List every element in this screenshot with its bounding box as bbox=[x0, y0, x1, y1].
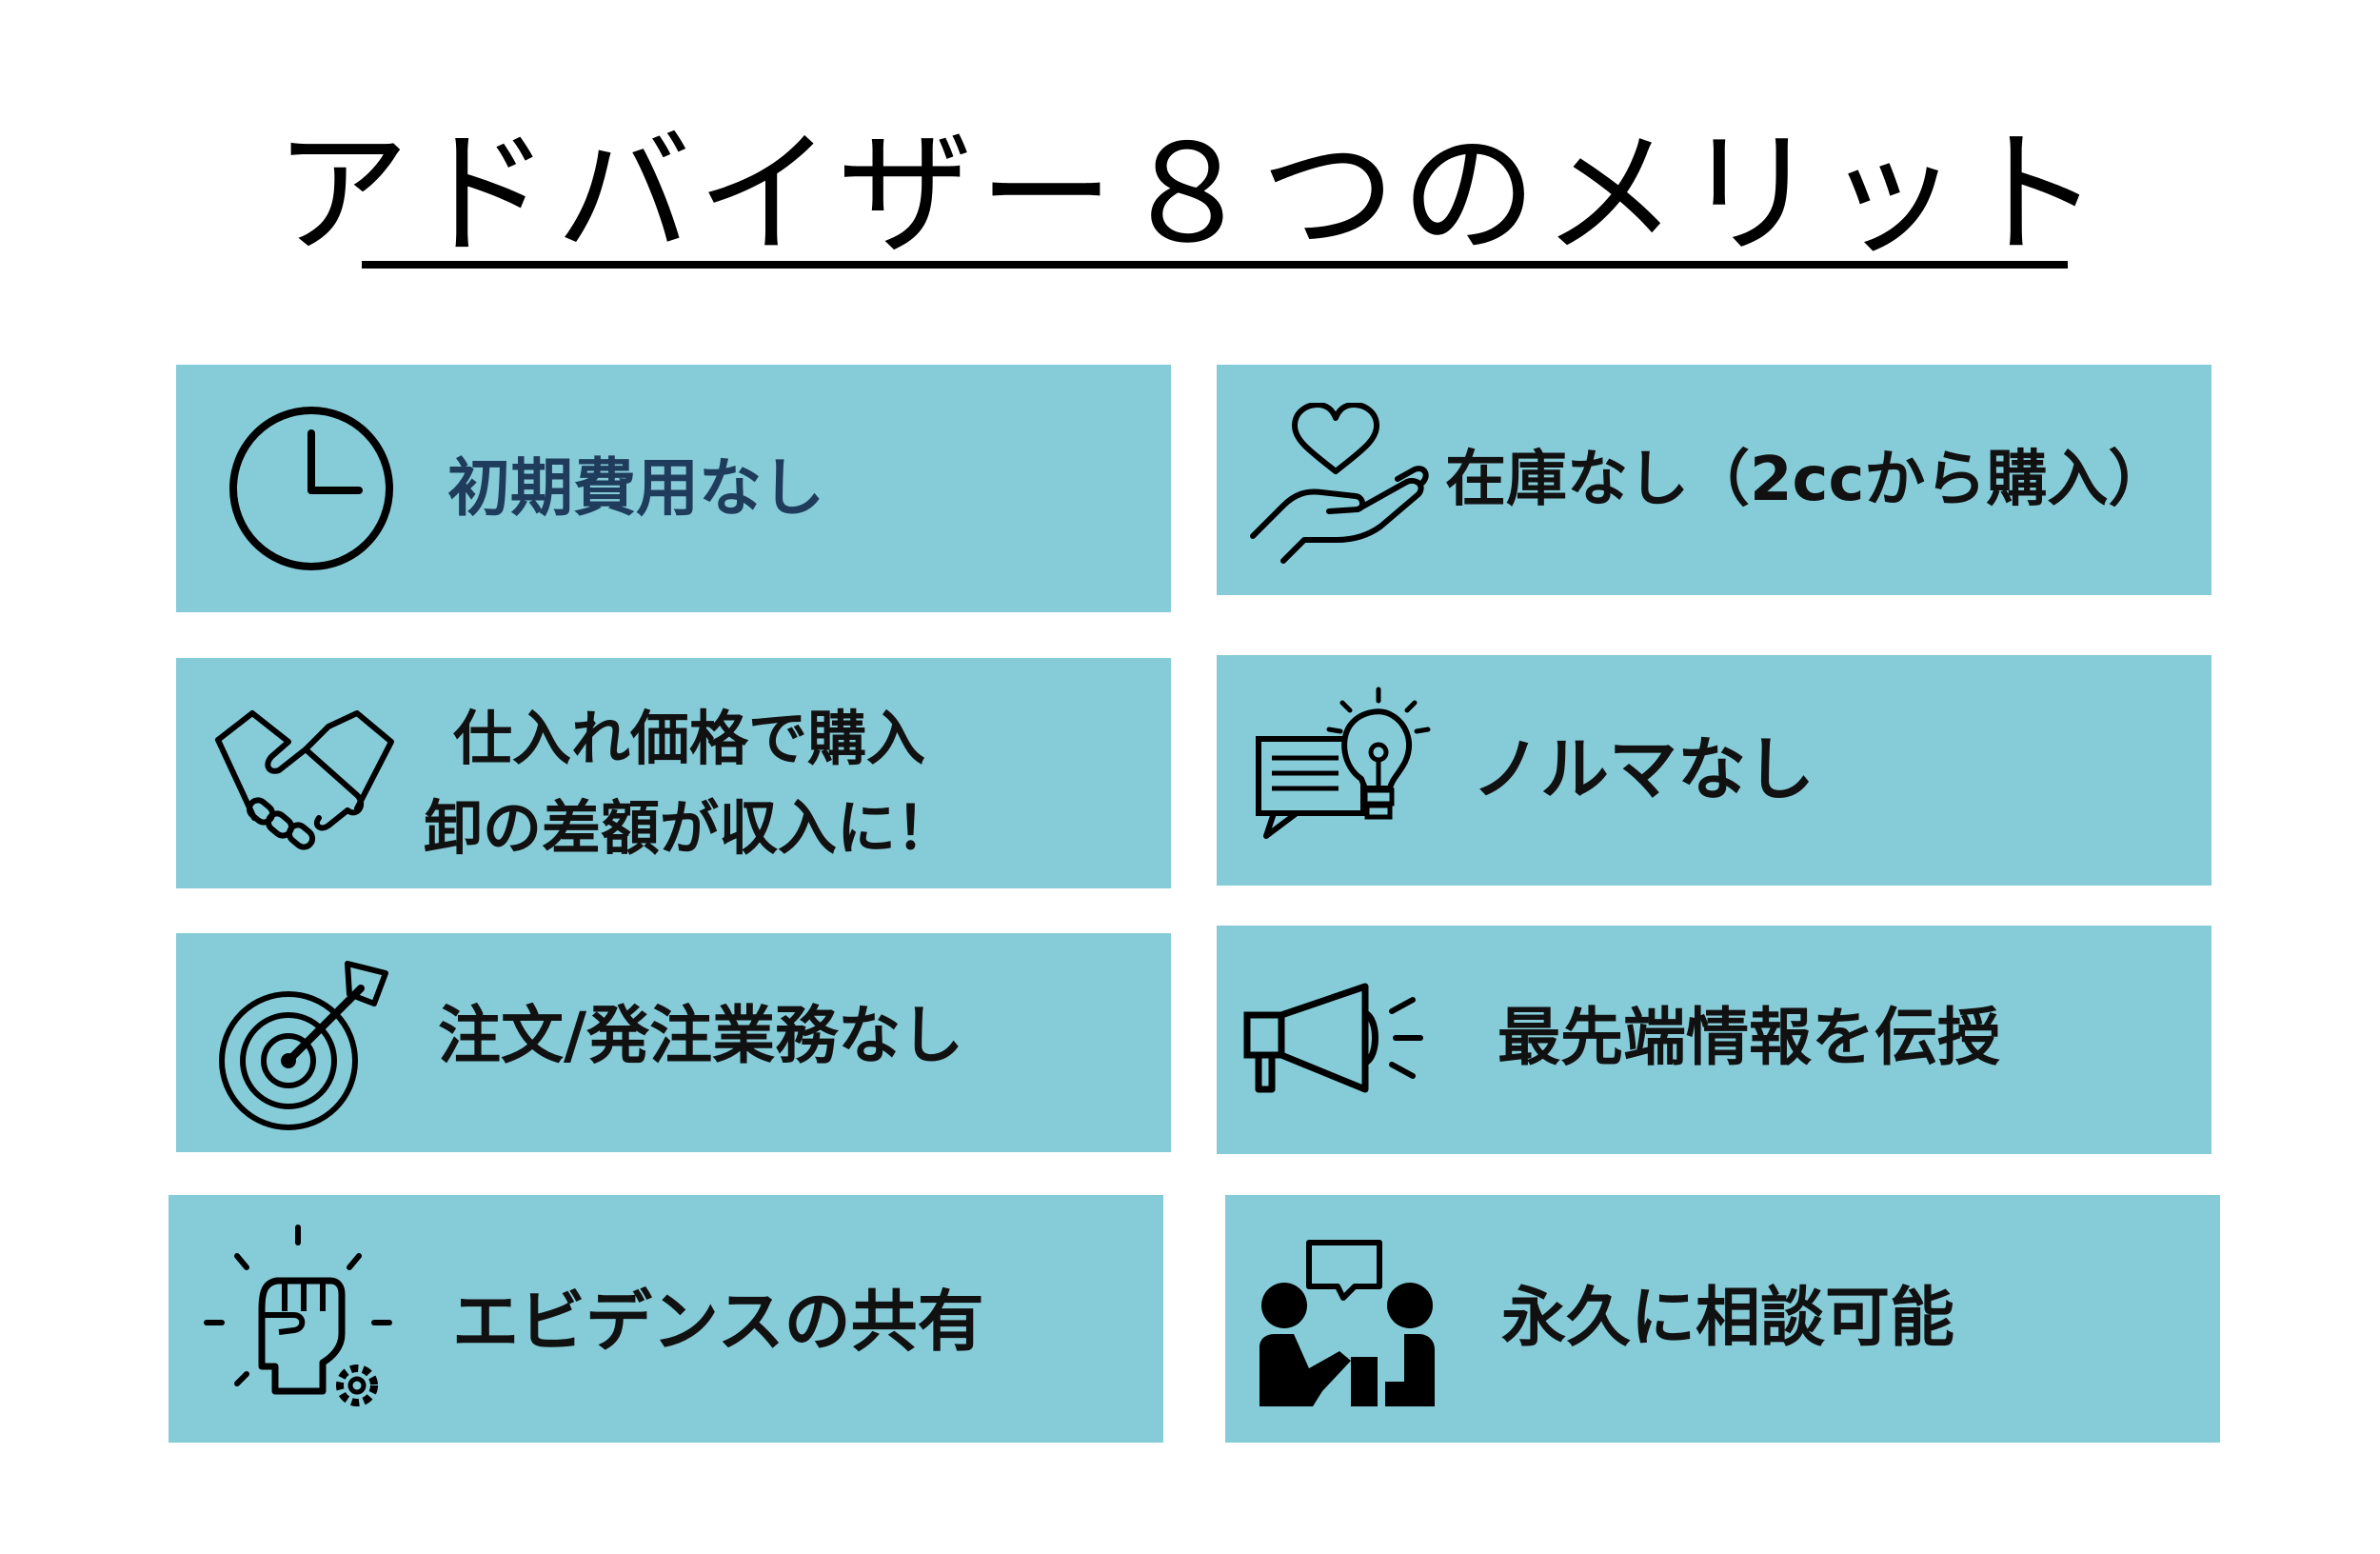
card-label: エビデンスの共有 bbox=[452, 1283, 984, 1361]
handshake-icon bbox=[215, 710, 394, 850]
card-label: 永久に相談可能 bbox=[1501, 1281, 1955, 1356]
card-label-line-2: 卸の差額が収入に！ bbox=[424, 793, 956, 863]
card-latest-info: 最先端情報を伝授 bbox=[1217, 926, 2211, 1154]
card-no-quota: ノルマなし bbox=[1217, 655, 2211, 886]
card-label: 在庫なし（2ccから購入） bbox=[1445, 445, 2170, 515]
title-underline bbox=[362, 261, 2068, 269]
card-label: 注文/発注業務なし bbox=[438, 999, 964, 1072]
lightbulb-idea-icon bbox=[1256, 687, 1431, 839]
card-lifetime-consult: 永久に相談可能 bbox=[1225, 1195, 2220, 1443]
card-no-inventory: 在庫なし（2ccから購入） bbox=[1217, 365, 2211, 595]
card-wholesale-margin: 仕入れ価格で購入 卸の差額が収入に！ bbox=[176, 658, 1171, 888]
card-label-multiline: 仕入れ価格で購入 卸の差額が収入に！ bbox=[424, 694, 955, 873]
hand-heart-icon bbox=[1250, 403, 1429, 564]
consultation-icon bbox=[1259, 1240, 1435, 1406]
card-label: ノルマなし bbox=[1472, 729, 1815, 809]
megaphone-icon bbox=[1243, 983, 1423, 1093]
clock-icon bbox=[229, 407, 393, 570]
card-no-initial-cost: 初期費用なし bbox=[176, 365, 1171, 612]
target-arrow-icon bbox=[219, 961, 388, 1130]
fist-gear-icon bbox=[204, 1225, 392, 1406]
page-title: アドバイザー８つのメリット bbox=[274, 116, 2106, 273]
card-label: 最先端情報を伝授 bbox=[1497, 1001, 2000, 1074]
card-label: 初期費用なし bbox=[447, 451, 824, 525]
card-label-line-1: 仕入れ価格で購入 bbox=[453, 704, 926, 773]
card-no-order-work: 注文/発注業務なし bbox=[176, 933, 1171, 1152]
card-evidence-share: エビデンスの共有 bbox=[169, 1195, 1163, 1443]
